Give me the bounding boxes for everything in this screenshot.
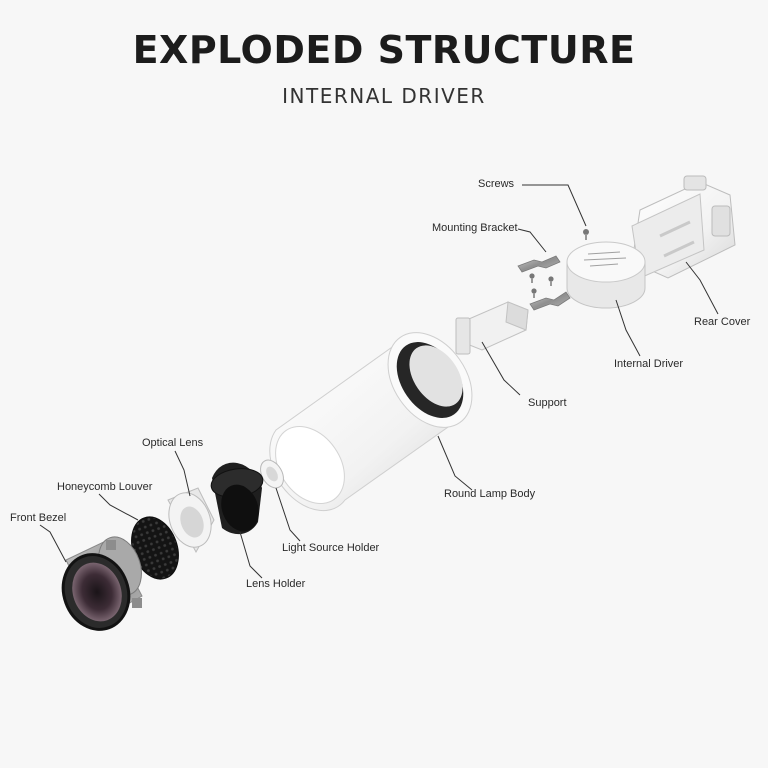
internal-driver-part [566, 241, 646, 309]
leader-round-lamp-body [437, 435, 473, 491]
leader-front-bezel [39, 524, 67, 563]
mounting-bracket-part [517, 255, 571, 311]
optical-lens-part [167, 487, 215, 554]
leader-honeycomb-louver [98, 493, 139, 521]
support-part [455, 301, 529, 355]
leader-lines [39, 184, 719, 579]
leader-screws [522, 184, 587, 227]
leader-lens-holder [239, 531, 263, 579]
rear-cover-part [631, 175, 736, 279]
label-light-source-holder: Light Source Holder [282, 542, 380, 554]
label-front-bezel: Front Bezel [10, 512, 67, 524]
label-honeycomb-louver: Honeycomb Louver [57, 481, 153, 493]
label-round-lamp-body: Round Lamp Body [444, 488, 536, 500]
label-rear-cover: Rear Cover [694, 316, 751, 328]
page-title: EXPLODED STRUCTURE [132, 28, 636, 72]
leader-mounting-bracket [517, 228, 547, 253]
leader-internal-driver [615, 299, 641, 357]
label-support: Support [528, 397, 567, 409]
label-mounting-bracket: Mounting Bracket [432, 222, 518, 234]
round-lamp-body-part [269, 332, 473, 512]
leader-optical-lens [174, 450, 191, 497]
lens-holder-part [210, 462, 264, 535]
screws-part [529, 229, 589, 298]
label-lens-holder: Lens Holder [246, 578, 306, 590]
leader-rear-cover [685, 261, 719, 315]
label-screws: Screws [478, 178, 515, 190]
leader-light-source-holder [275, 487, 301, 542]
page-subtitle: INTERNAL DRIVER [282, 84, 486, 108]
label-optical-lens: Optical Lens [142, 437, 204, 449]
leader-support [481, 341, 521, 396]
label-internal-driver: Internal Driver [614, 358, 684, 370]
light-source-holder-part [260, 459, 284, 489]
front-bezel-part [61, 536, 143, 631]
